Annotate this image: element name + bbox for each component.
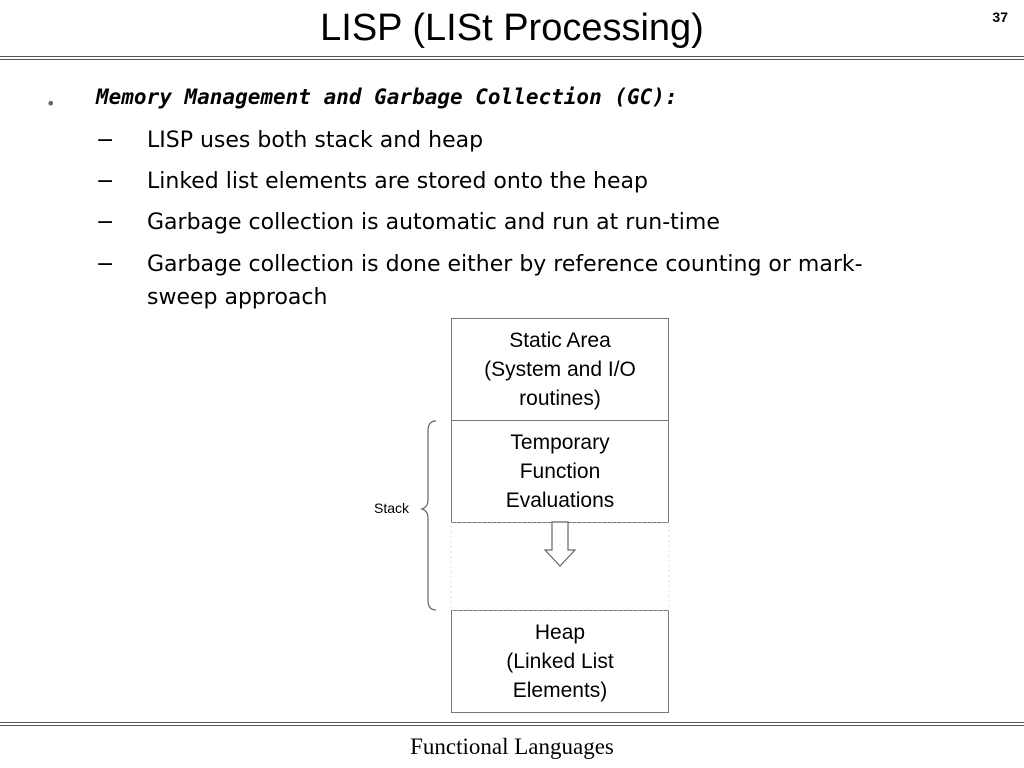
temporary-line-3: Evaluations xyxy=(505,489,615,512)
dash-icon: − xyxy=(96,169,115,194)
dash-icon: − xyxy=(96,128,115,153)
stack-label: Stack xyxy=(374,500,410,516)
static-area-line-2: (System and I/O xyxy=(484,358,636,381)
static-area-line-1: Static Area xyxy=(509,329,611,352)
temporary-evaluations-box: Temporary Function Evaluations xyxy=(451,420,669,523)
bullet-dot-icon: • xyxy=(46,94,56,113)
footer-text: Functional Languages xyxy=(410,734,614,759)
subitem-text: LISP uses both stack and heap xyxy=(147,128,484,153)
static-area-line-3: routines) xyxy=(519,387,601,410)
dash-icon: − xyxy=(96,252,115,277)
heap-line-2: (Linked List xyxy=(506,650,614,673)
temporary-line-2: Function xyxy=(519,460,601,483)
bullet-heading: Memory Management and Garbage Collection… xyxy=(96,85,678,109)
slide-number: 37 xyxy=(992,9,1008,25)
subitem-text: Linked list elements are stored onto the… xyxy=(147,169,648,194)
subitem-text: Garbage collection is done either by ref… xyxy=(147,252,863,277)
dash-icon: − xyxy=(96,210,115,235)
subitem-text-continued: sweep approach xyxy=(147,285,328,310)
down-arrow-icon xyxy=(543,521,577,567)
subitem-text: Garbage collection is automatic and run … xyxy=(147,210,720,235)
heap-line-3: Elements) xyxy=(512,679,608,702)
heap-line-1: Heap xyxy=(534,621,586,644)
slide-title: LISP (LISt Processing) xyxy=(320,7,704,49)
temporary-line-1: Temporary xyxy=(510,431,610,454)
stack-brace-icon xyxy=(420,420,437,611)
heap-box: Heap (Linked List Elements) xyxy=(451,610,669,713)
title-divider-bottom xyxy=(0,59,1024,60)
static-area-box: Static Area (System and I/O routines) xyxy=(451,318,669,421)
title-divider-top xyxy=(0,56,1024,57)
free-space-area xyxy=(450,522,670,611)
footer-divider-bottom xyxy=(0,725,1024,726)
footer-divider-top xyxy=(0,722,1024,723)
